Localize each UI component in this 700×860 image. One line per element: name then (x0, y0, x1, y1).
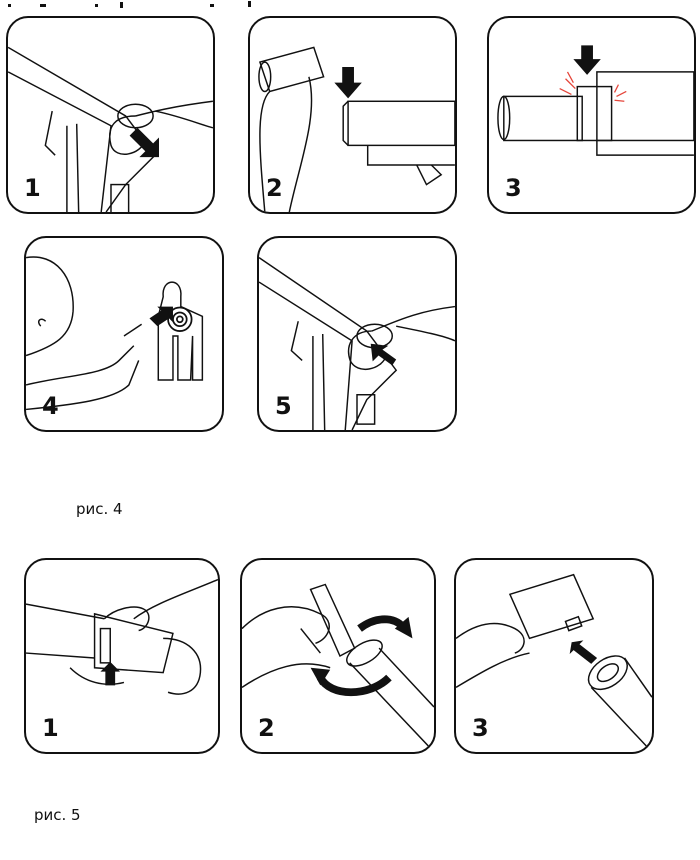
top-edge-marks (8, 1, 251, 8)
rotate-arrow-icon (310, 615, 413, 697)
arrow-icon (149, 306, 173, 327)
fig5-step-1-number: 1 (42, 714, 59, 742)
fig4-step-4-panel: 4 (24, 236, 224, 432)
arrow-icon (100, 661, 121, 686)
fig4-step-1-number: 1 (24, 174, 41, 202)
fig5-step-2-number: 2 (258, 714, 275, 742)
fig4-step-2-number: 2 (266, 174, 283, 202)
fig4-step-5-panel: 5 (257, 236, 457, 432)
fig4-step-1-panel: 1 (6, 16, 215, 214)
figure-4-caption: рис. 4 (76, 500, 123, 518)
fig4-step-3-number: 3 (505, 174, 522, 202)
arrow-icon (573, 45, 601, 75)
fig5-step-2-panel: 2 (240, 558, 436, 754)
arrow-icon (129, 127, 159, 158)
arrow-icon (370, 343, 397, 366)
aiming-at-target-illustration (26, 256, 204, 411)
arrow-icon (569, 640, 598, 664)
cartridge-insert-illustration (258, 46, 455, 212)
figure-5-caption: рис. 5 (34, 806, 81, 824)
gun-release-illustration (8, 46, 213, 212)
fig5-step-3-panel: 3 (454, 558, 654, 754)
cap-unscrew-illustration (242, 583, 434, 752)
fig4-step-3-panel: 3 (487, 16, 696, 214)
cartridge-seated-illustration (497, 71, 694, 156)
fig4-step-5-number: 5 (275, 392, 292, 420)
fig4-step-4-number: 4 (42, 392, 59, 420)
gun-lock-illustration (259, 256, 455, 430)
flashlight-grip-illustration (26, 578, 218, 695)
cartridge-replace-illustration (456, 573, 652, 752)
fig5-step-3-number: 3 (472, 714, 489, 742)
arrow-icon (334, 66, 362, 99)
fig4-step-2-panel: 2 (248, 16, 457, 214)
fig5-step-1-panel: 1 (24, 558, 220, 754)
